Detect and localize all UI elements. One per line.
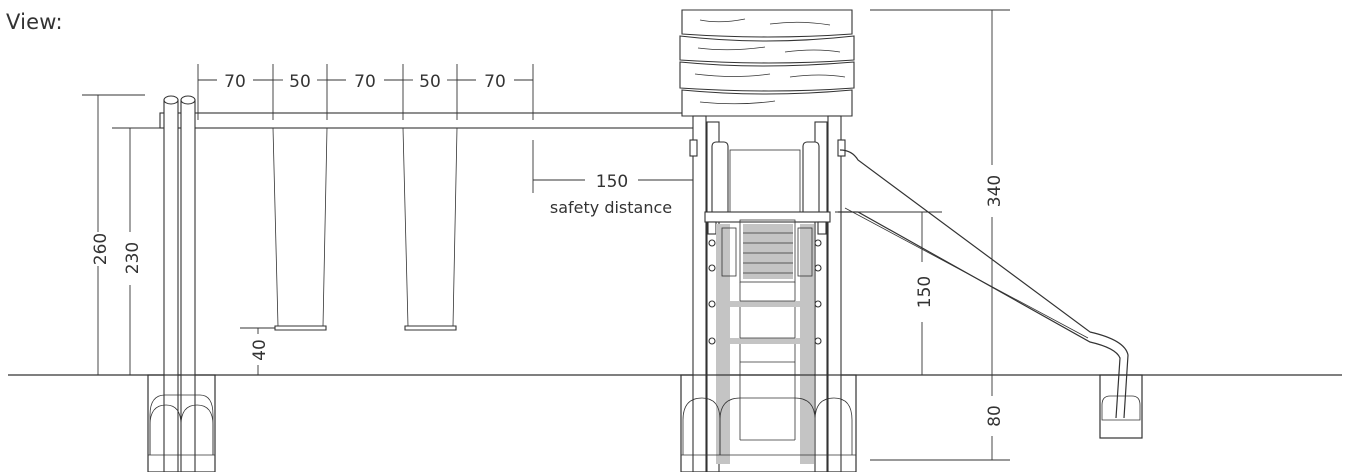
tower-height-label: 340 bbox=[985, 175, 1005, 207]
seat-height-dimension: 40 bbox=[240, 327, 275, 375]
spacing-label-5: 70 bbox=[484, 72, 506, 92]
seat-height-label: 40 bbox=[250, 339, 270, 361]
top-beam bbox=[159, 112, 701, 129]
spacing-label-2: 50 bbox=[289, 72, 311, 92]
view-title: View: bbox=[6, 10, 63, 34]
height-label-230: 230 bbox=[123, 242, 143, 274]
swing-seat-1 bbox=[272, 127, 328, 331]
tower-roof bbox=[679, 9, 855, 117]
platform-height-label: 150 bbox=[915, 276, 935, 308]
swing-seat-2 bbox=[402, 127, 458, 331]
safety-distance-label: safety distance bbox=[550, 198, 672, 217]
foundation-depth-label: 80 bbox=[985, 405, 1005, 427]
foundation-depth-dimension: 80 bbox=[870, 375, 1010, 461]
spacing-label-1: 70 bbox=[224, 72, 246, 92]
spacing-label-4: 50 bbox=[419, 72, 441, 92]
swing-post-foundation bbox=[147, 374, 216, 472]
slide bbox=[838, 149, 1143, 439]
swing-post-rear bbox=[180, 99, 196, 472]
safety-distance-dimension: 150 safety distance bbox=[532, 140, 693, 217]
slide-foundation bbox=[1099, 374, 1143, 439]
height-label-260: 260 bbox=[91, 233, 111, 265]
tower-foundation bbox=[680, 374, 857, 472]
swing-spacing-dimensions: 70 50 70 50 70 bbox=[197, 64, 534, 120]
safety-distance-value: 150 bbox=[596, 172, 628, 192]
tower-platform bbox=[704, 211, 831, 223]
left-height-dimensions: 260 230 bbox=[82, 94, 160, 375]
ladder bbox=[708, 219, 822, 441]
spacing-label-3: 70 bbox=[354, 72, 376, 92]
tower-height-dimension: 340 bbox=[870, 9, 1010, 375]
play-tower bbox=[679, 9, 857, 472]
swing-post bbox=[163, 99, 179, 472]
swing-frame bbox=[147, 95, 701, 472]
platform-height-dimension: 150 bbox=[835, 211, 942, 375]
